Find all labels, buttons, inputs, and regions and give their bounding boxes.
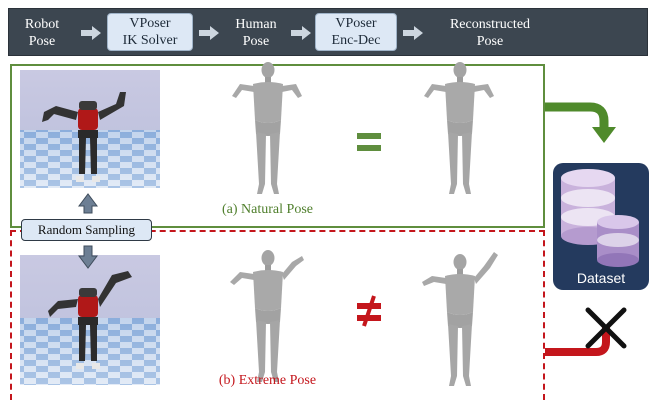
- cross-icon: [585, 307, 627, 349]
- right-arrow-icon: [199, 26, 219, 40]
- right-arrow-icon: [81, 26, 101, 40]
- down-arrow-icon: [78, 245, 98, 269]
- right-arrow-icon: [291, 26, 311, 40]
- reconstructed-pose-natural: [424, 62, 494, 194]
- human-pose-natural: [232, 62, 302, 194]
- dataset-label: Dataset: [576, 270, 626, 286]
- green-flow-arrow: [545, 102, 616, 143]
- step-vposer-ik-solver: VPoser IK Solver: [107, 13, 193, 51]
- extreme-pose-caption: (b) Extreme Pose: [218, 373, 317, 388]
- step-human-pose: Human Pose: [235, 17, 277, 49]
- robot-render-extreme: [20, 255, 160, 385]
- robot-render-natural: [20, 70, 160, 188]
- equal-icon: [357, 133, 381, 151]
- up-arrow-icon: [78, 193, 98, 214]
- right-arrow-icon: [403, 26, 423, 40]
- extreme-pose-panel: [10, 230, 545, 400]
- random-sampling-label: Random Sampling: [21, 219, 152, 241]
- red-reject-path: [545, 326, 610, 356]
- human-pose-extreme: [230, 250, 304, 382]
- step-reconstructed-pose: Reconstructed Pose: [449, 17, 531, 49]
- pipeline-bar: Robot Pose VPoser IK Solver Human Pose V…: [8, 8, 648, 56]
- natural-pose-caption: (a) Natural Pose: [222, 202, 313, 217]
- step-vposer-enc-dec: VPoser Enc-Dec: [315, 13, 397, 51]
- natural-pose-panel: [10, 64, 545, 228]
- step-robot-pose: Robot Pose: [24, 17, 60, 49]
- not-equal-icon: [357, 295, 381, 327]
- reconstructed-pose-extreme: [422, 252, 498, 386]
